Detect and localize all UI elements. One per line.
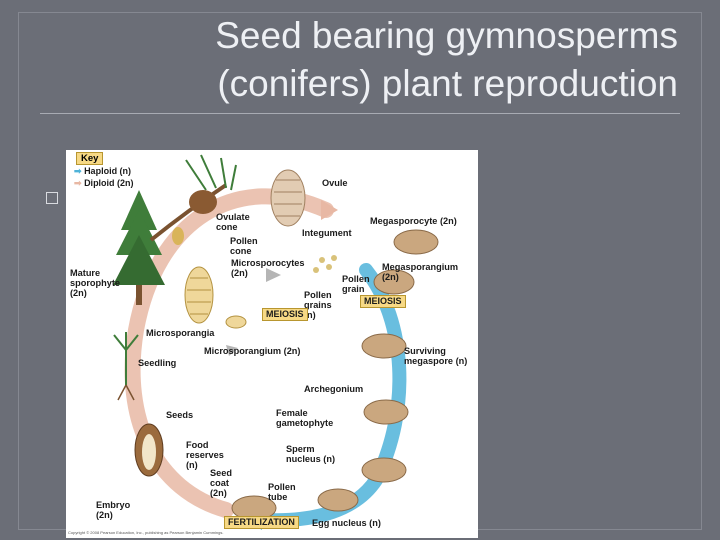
stage-arrows xyxy=(226,268,281,356)
label-female-gametophyte: Female gametophyte xyxy=(276,408,334,428)
pollen-cone-section-icon xyxy=(184,266,214,324)
seedling-icon xyxy=(113,332,139,401)
meiosis-tag-right: MEIOSIS xyxy=(360,295,406,308)
pine-tree-icon xyxy=(113,190,165,305)
label-ovulate-cone: Ovulate cone xyxy=(216,212,250,232)
title-divider xyxy=(40,113,680,114)
seed-icon xyxy=(134,423,164,477)
microsporangium-icon xyxy=(225,315,247,329)
label-embryo: Embryo (2n) xyxy=(96,500,131,520)
label-megasporangium: Megasporangium (2n) xyxy=(382,262,459,282)
label-sperm-nucleus: Sperm nucleus (n) xyxy=(286,444,336,464)
key-diploid-label: Diploid (2n) xyxy=(84,178,134,188)
label-microsporangia: Microsporangia xyxy=(146,328,215,338)
label-pollen-grains: Pollen grains (n) xyxy=(304,290,332,320)
bullet-box-icon xyxy=(46,192,58,204)
slide-title: Seed bearing gymnosperms (conifers) plan… xyxy=(150,12,678,108)
label-egg-nucleus: Egg nucleus (n) xyxy=(312,518,381,528)
diploid-arrowhead xyxy=(321,200,338,220)
conifer-life-cycle-diagram: Key ➡ Haploid (n) ➡ Diploid (2n) Ovule O… xyxy=(66,150,478,538)
label-microsporocytes: Microsporocytes (2n) xyxy=(231,258,305,278)
fertilization-tag: FERTILIZATION xyxy=(224,516,299,529)
label-mature-sporophyte: Mature sporophyte (2n) xyxy=(70,268,121,298)
label-pollen-cone: Pollen cone xyxy=(230,236,258,256)
haploid-arrow-icon: ➡ xyxy=(74,166,82,176)
label-ovule: Ovule xyxy=(322,178,348,188)
ovulate-cone-scale-icon xyxy=(270,169,306,227)
life-cycle-artwork xyxy=(113,154,439,530)
label-pollen-tube: Pollen tube xyxy=(268,482,296,502)
label-food-reserves: Food reserves (n) xyxy=(186,440,224,470)
pollen-grains-icon xyxy=(313,255,337,273)
ovule-stage-icons xyxy=(231,229,439,521)
diploid-cycle-arc xyxy=(124,188,334,518)
label-integument: Integument xyxy=(302,228,352,238)
label-microsporangium: Microsporangium (2n) xyxy=(204,346,301,356)
key-haploid: ➡ Haploid (n) xyxy=(74,166,131,176)
slide-title-line-2: (conifers) plant reproduction xyxy=(217,63,678,104)
diploid-arrow-icon: ➡ xyxy=(74,178,82,188)
key-haploid-label: Haploid (n) xyxy=(84,166,132,176)
label-pollen-grain: Pollen grain xyxy=(342,274,370,294)
key-title: Key xyxy=(76,152,104,165)
label-seeds: Seeds xyxy=(166,410,194,420)
label-surviving-megaspore: Surviving megaspore (n) xyxy=(404,346,468,366)
label-megasporocyte: Megasporocyte (2n) xyxy=(370,216,457,226)
slide-title-line-1: Seed bearing gymnosperms xyxy=(215,15,678,56)
pine-branch-icon xyxy=(149,154,237,245)
label-seed-coat: Seed coat (2n) xyxy=(210,468,232,498)
copyright-note: Copyright © 2008 Pearson Education, Inc.… xyxy=(68,530,224,535)
key-diploid: ➡ Diploid (2n) xyxy=(74,178,134,188)
meiosis-tag-center: MEIOSIS xyxy=(262,308,308,321)
label-seedling: Seedling xyxy=(138,358,177,368)
label-archegonium: Archegonium xyxy=(304,384,364,394)
